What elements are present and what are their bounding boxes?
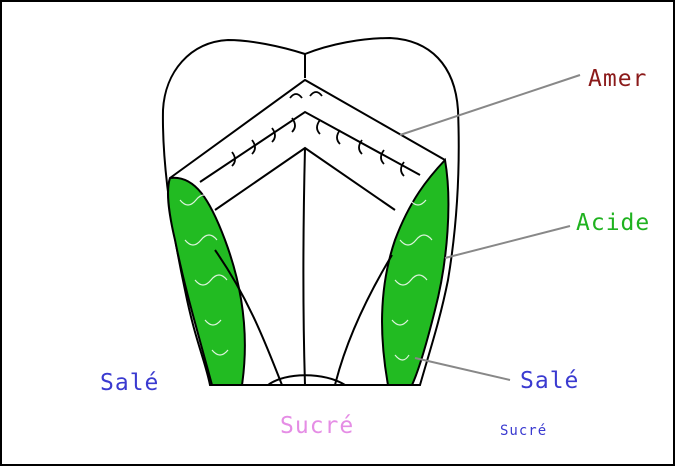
label-sucre-small: Sucré	[500, 423, 547, 439]
leader-acide	[445, 226, 570, 258]
label-sale-left: Salé	[100, 370, 159, 396]
leader-sale	[415, 358, 510, 380]
label-sucre: Sucré	[280, 413, 354, 439]
label-acide: Acide	[576, 210, 650, 236]
label-amer: Amer	[588, 66, 647, 92]
label-sale-right: Salé	[520, 368, 579, 394]
